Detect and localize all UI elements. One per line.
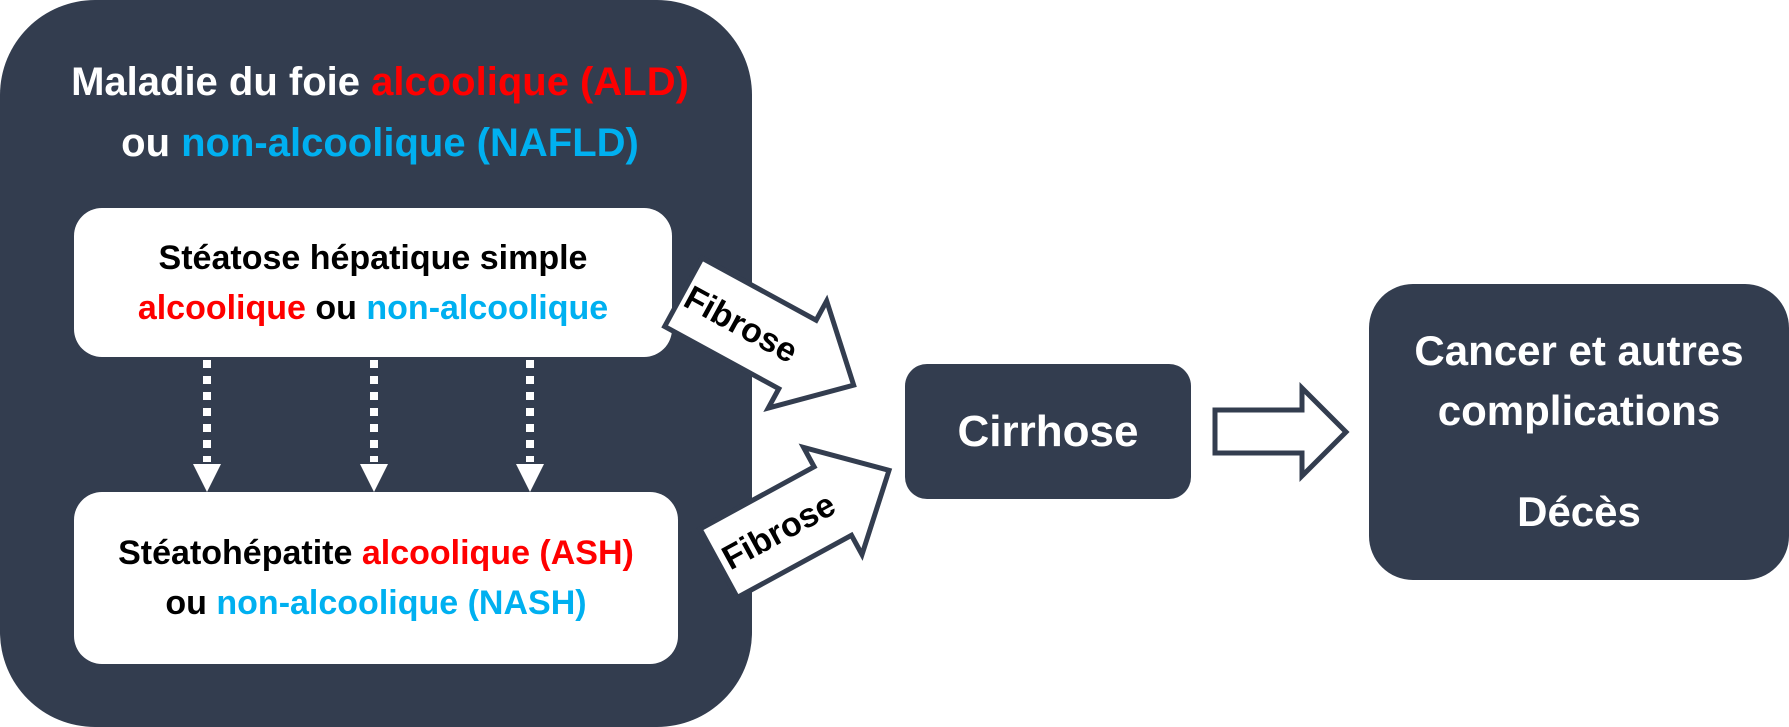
fibrose-arrow-bottom-shape bbox=[696, 443, 893, 601]
simple-nonalcoholic-label: non-alcoolique bbox=[366, 289, 609, 327]
dotted-arrowhead-left bbox=[193, 464, 221, 492]
outcomes-death-label: Décès bbox=[1517, 488, 1641, 535]
cirrhosis-box: Cirrhose bbox=[905, 364, 1191, 499]
fibrose-arrow-bottom: Fibrose bbox=[696, 443, 893, 601]
fibrose-arrow-top: Fibrose bbox=[661, 254, 857, 412]
title-nafld: non-alcoolique (NAFLD) bbox=[181, 121, 639, 165]
simple-ou-label: ou bbox=[305, 289, 367, 327]
outcomes-box: Cancer et autres complications bbox=[1369, 284, 1789, 580]
dotted-arrowhead-right bbox=[516, 464, 544, 492]
cirrhosis-label: Cirrhose bbox=[957, 406, 1139, 456]
fibrose-arrow-top-shape bbox=[661, 254, 857, 412]
outcomes-line1: Cancer et autres bbox=[1414, 327, 1744, 374]
liver-disease-title: Maladie du foie alcoolique (ALD) ou non-… bbox=[0, 52, 760, 174]
dotted-connectors bbox=[193, 360, 544, 492]
simple-steatosis-title: Stéatose hépatique simple bbox=[158, 239, 588, 277]
dotted-arrowhead-middle bbox=[360, 464, 388, 492]
steatohepatitis-box: Stéatohépatite alcoolique (ASH) ou non-a… bbox=[74, 492, 678, 664]
ash-ou-label: ou bbox=[165, 584, 217, 622]
outcomes-line2: complications bbox=[1437, 387, 1721, 434]
title-ald: alcoolique (ALD) bbox=[371, 60, 689, 104]
nash-label: non-alcoolique (NASH) bbox=[216, 584, 587, 622]
simple-alcoholic-label: alcoolique bbox=[137, 289, 306, 327]
cirrhosis-to-outcomes-arrow bbox=[1212, 381, 1350, 483]
simple-steatosis-box: Stéatose hépatique simple alcoolique ou … bbox=[74, 208, 672, 357]
ash-prefix: Stéatohépatite bbox=[118, 534, 362, 572]
title-ou: ou bbox=[121, 121, 182, 165]
title-prefix: Maladie du foie bbox=[71, 60, 372, 104]
ash-label: alcoolique (ASH) bbox=[361, 534, 634, 572]
